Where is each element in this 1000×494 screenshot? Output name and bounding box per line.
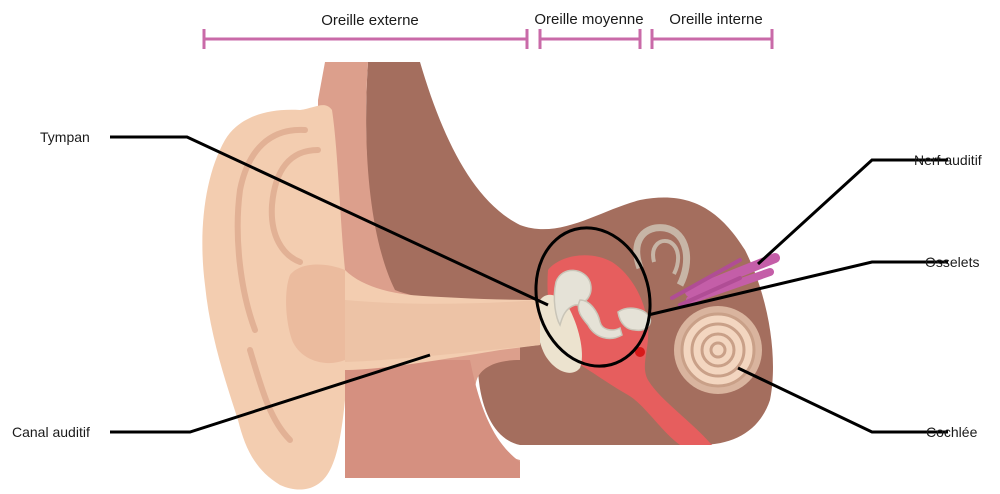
section-label-moyenne: Oreille moyenne <box>534 11 643 28</box>
bracket-oreille-moyenne <box>540 29 640 49</box>
section-brackets <box>204 29 772 49</box>
leader-nerf-auditif <box>758 160 948 264</box>
bracket-oreille-externe <box>204 29 527 49</box>
label-canal-auditif: Canal auditif <box>12 424 90 440</box>
section-label-externe: Oreille externe <box>321 12 419 29</box>
section-label-interne: Oreille interne <box>669 11 762 28</box>
label-osselets: Osselets <box>925 254 979 270</box>
bracket-oreille-interne <box>652 29 772 49</box>
label-cochlee: Cochlée <box>926 424 978 440</box>
label-nerf-auditif: Nerf auditif <box>914 152 982 168</box>
label-tympan: Tympan <box>40 129 90 145</box>
cochlea <box>674 306 762 394</box>
